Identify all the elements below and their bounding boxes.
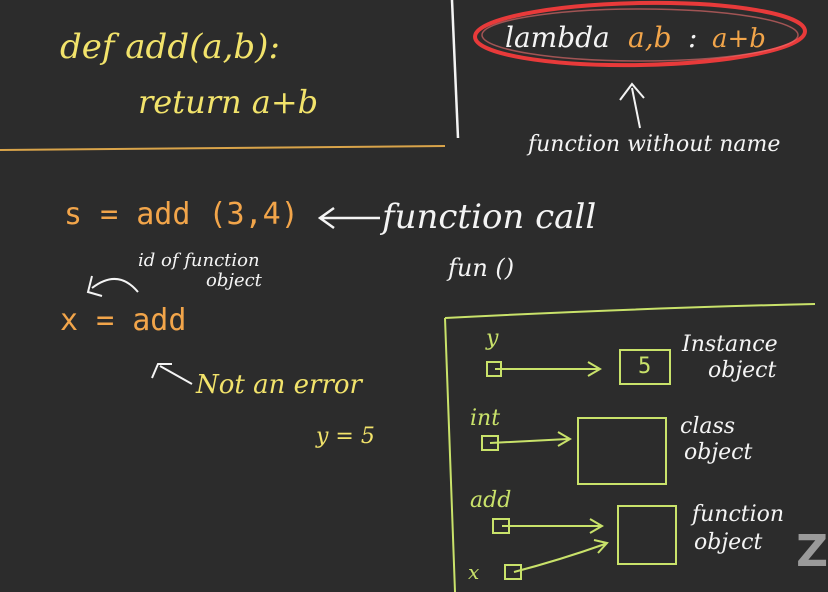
class-label-line2: object (684, 440, 753, 465)
function-call-arrow (317, 206, 380, 230)
top-left-divider (0, 145, 446, 151)
instance-value: 5 (638, 354, 652, 379)
var-box-x (504, 564, 522, 580)
var-label-x: x (468, 560, 480, 584)
instance-label-line1: Instance (682, 332, 778, 357)
ref-arrow-x (513, 539, 609, 573)
function-label-line1: function (692, 502, 785, 527)
watermark-logo: Z (796, 526, 828, 577)
fun-expression: fun () (448, 254, 515, 282)
y-expression: y = 5 (316, 424, 375, 449)
class-label-line1: class (680, 414, 736, 439)
var-label-y: y (486, 326, 499, 351)
lambda-caption: function without name (528, 132, 781, 157)
not-error-arrow (151, 363, 193, 385)
lambda-colon: : (688, 21, 698, 54)
class-object-box (577, 417, 667, 485)
var-label-int: int (470, 406, 501, 431)
instance-object-box (619, 349, 671, 385)
var-label-add: add (470, 488, 512, 513)
lambda-highlight-ellipse (473, 0, 807, 68)
def-line: def add(a,b): (60, 27, 280, 67)
function-call-label: function call (382, 197, 597, 237)
function-object-box (617, 505, 677, 565)
assign-expression: x = add (60, 303, 187, 338)
ref-arrow-int (489, 431, 572, 447)
lambda-caption-arrow (619, 82, 645, 129)
id-note-line1: id of function (138, 250, 260, 271)
top-vertical-divider (450, 0, 460, 139)
return-line: return a+b (138, 83, 319, 121)
instance-label-line2: object (708, 358, 777, 383)
ref-arrow-add (502, 518, 604, 534)
call-expression: s = add (3,4) (64, 197, 299, 232)
id-note-line2: object (206, 270, 262, 291)
not-error-label: Not an error (196, 370, 362, 400)
memory-diagram-frame (444, 303, 816, 592)
ref-arrow-y (495, 361, 602, 377)
lambda-body: a+b (712, 24, 766, 54)
lambda-args: a,b (628, 21, 672, 54)
lambda-keyword: lambda (505, 21, 610, 54)
function-label-line2: object (694, 530, 763, 555)
id-note-arrow (86, 275, 139, 297)
